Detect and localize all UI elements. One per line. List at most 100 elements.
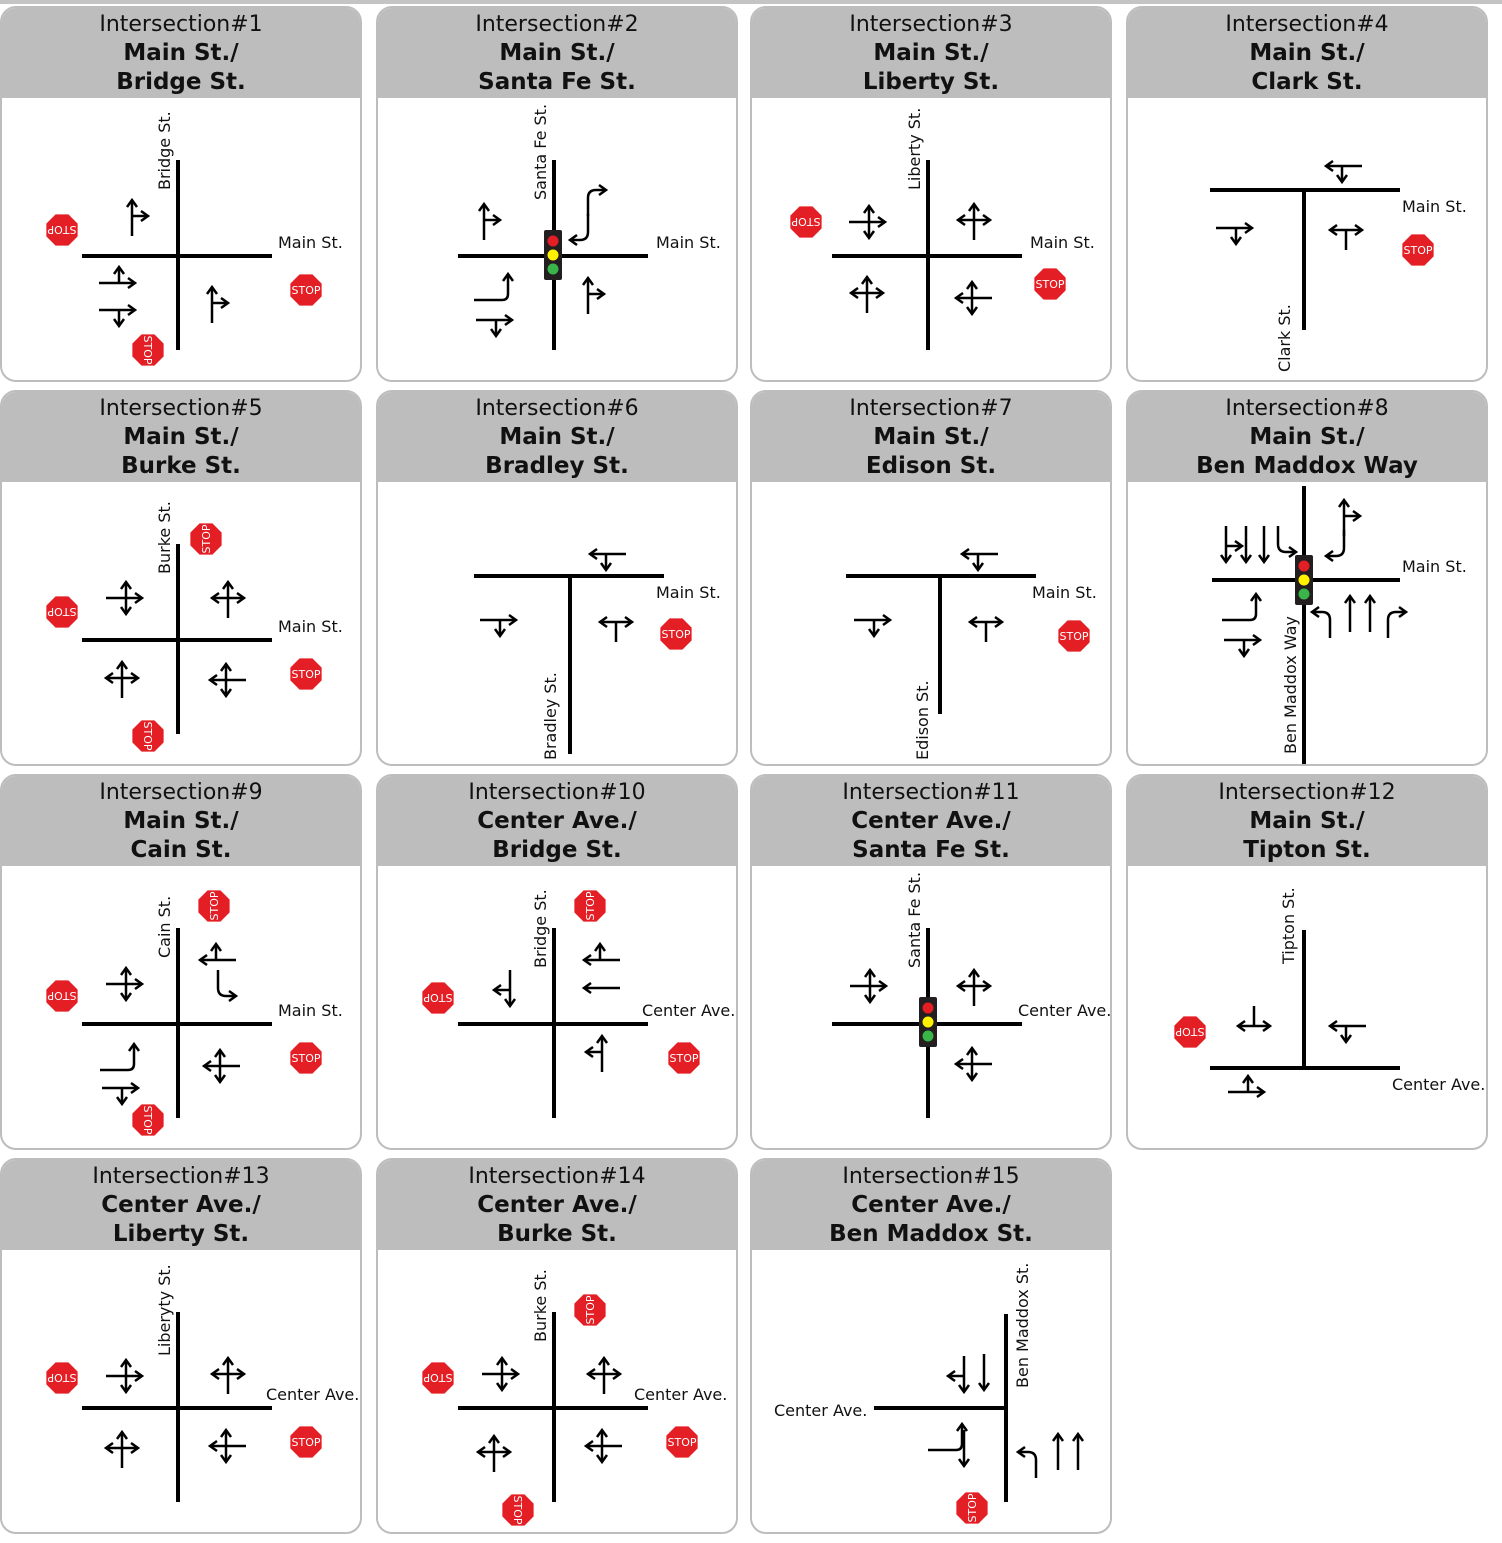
- intersection-number: Intersection#1: [99, 12, 263, 37]
- traffic-signal-icon: [544, 230, 562, 280]
- intersection-street-line2: Santa Fe St.: [852, 837, 1010, 863]
- stop-sign-icon: STOP: [288, 272, 324, 308]
- lane-arrow-icon: [103, 1429, 141, 1468]
- turn-lane-arrow-icon: [1222, 591, 1263, 622]
- stop-sign-text: STOP: [141, 1106, 154, 1135]
- lane-arrow-icon: [581, 275, 607, 314]
- lane-arrow-icon: [1363, 593, 1377, 632]
- top-divider: [0, 0, 1502, 4]
- stop-sign-text: STOP: [1175, 1025, 1204, 1038]
- cross-street-label: Burke St.: [155, 501, 174, 574]
- lane-arrow-icon: [848, 274, 886, 313]
- stop-sign-text: STOP: [1036, 278, 1065, 291]
- lane-arrow-icon: [585, 1355, 623, 1394]
- intersection-street-line1: Main St./: [499, 40, 615, 66]
- stop-sign-text: STOP: [292, 668, 321, 681]
- intersection-street-line1: Center Ave./: [851, 1192, 1011, 1218]
- stop-sign-icon: STOP: [1172, 1014, 1208, 1050]
- main-street-label: Main St.: [1402, 197, 1467, 216]
- stop-sign-icon: STOP: [288, 1040, 324, 1076]
- intersection-street-line1: Main St./: [1249, 40, 1365, 66]
- lane-arrow-icon: [583, 1427, 622, 1465]
- intersection-street-line1: Main St./: [873, 40, 989, 66]
- traffic-signal-icon: [1295, 555, 1313, 605]
- lane-arrow-icon: [106, 965, 145, 1003]
- lane-arrow-icon: [953, 1045, 992, 1083]
- intersection-street-line1: Center Ave./: [851, 808, 1011, 834]
- main-street-label: Main St.: [278, 1001, 343, 1020]
- lane-arrow-icon: [1071, 1431, 1085, 1470]
- turn-lane-arrow-icon: [474, 271, 515, 302]
- cross-street-label: Santa Fe St.: [531, 104, 550, 200]
- stop-sign-text: STOP: [141, 722, 154, 751]
- turn-arrow-icon: [1386, 605, 1409, 638]
- cross-street-label: Bridge St.: [155, 111, 174, 190]
- lane-arrow-icon: [967, 615, 1005, 642]
- intersection-street-line1: Main St./: [1249, 424, 1365, 450]
- lane-arrow-icon: [106, 1357, 145, 1395]
- intersection-street-line1: Main St./: [123, 40, 239, 66]
- turn-arrow-icon: [1323, 530, 1346, 563]
- stop-sign-text: STOP: [584, 891, 597, 920]
- intersection-diagram: Tipton St.Center Ave.STOP: [1172, 887, 1485, 1099]
- intersection-number: Intersection#10: [468, 780, 646, 805]
- intersection-number: Intersection#2: [475, 12, 639, 37]
- lane-arrow-icon: [475, 1433, 513, 1472]
- intersection-street-line2: Edison St.: [865, 453, 997, 479]
- lane-arrow-icon: [1239, 526, 1253, 565]
- intersection-street-line2: Burke St.: [121, 453, 241, 479]
- edison-street-label: Edison St.: [913, 680, 932, 760]
- stop-sign-text: STOP: [292, 284, 321, 297]
- lane-arrow-icon: [1235, 1006, 1273, 1033]
- lane-arrow-icon: [597, 615, 635, 642]
- lane-arrow-icon: [957, 1430, 971, 1469]
- lane-arrow-icon: [850, 967, 889, 1005]
- lane-arrow-icon: [491, 970, 517, 1009]
- lane-arrow-icon: [209, 1355, 247, 1394]
- lane-arrow-icon: [977, 1354, 991, 1393]
- lane-arrow-icon: [1327, 1019, 1366, 1045]
- lane-arrow-icon: [955, 967, 993, 1006]
- intersection-street-line2: Tipton St.: [1243, 837, 1371, 863]
- stop-sign-text: STOP: [791, 215, 820, 228]
- intersection-number: Intersection#12: [1218, 780, 1396, 805]
- lane-arrow-icon: [99, 264, 138, 290]
- turn-arrow-icon: [1015, 1445, 1038, 1478]
- lane-arrow-icon: [959, 547, 998, 573]
- intersection-diagram: Ben Maddox St.Center Ave.STOP: [774, 1263, 1085, 1526]
- lane-arrow-icon: [207, 661, 246, 699]
- intersection-street-line2: Clark St.: [1251, 69, 1363, 95]
- intersection-number: Intersection#3: [849, 12, 1013, 37]
- lane-arrow-icon: [482, 1355, 521, 1393]
- turn-arrow-icon: [586, 183, 609, 216]
- main-street-label: Main St.: [1030, 233, 1095, 252]
- intersection-street-line1: Main St./: [499, 424, 615, 450]
- stop-sign-text: STOP: [141, 336, 154, 365]
- intersection-street-line1: Main St./: [873, 424, 989, 450]
- stop-sign-icon: STOP: [420, 1360, 456, 1396]
- lane-arrow-icon: [480, 613, 519, 639]
- lane-arrow-icon: [102, 1081, 141, 1107]
- stop-sign-icon: STOP: [1032, 266, 1068, 302]
- lane-arrow-icon: [581, 941, 620, 967]
- turn-lane-arrow-icon: [100, 1041, 141, 1072]
- intersection-number: Intersection#8: [1225, 396, 1389, 421]
- center-avenue-label: Center Ave.: [642, 1001, 735, 1020]
- bradley-street-label: Bradley St.: [541, 672, 560, 760]
- stop-sign-icon: STOP: [572, 1292, 608, 1328]
- stop-sign-text: STOP: [1404, 244, 1433, 257]
- stop-sign-text: STOP: [670, 1052, 699, 1065]
